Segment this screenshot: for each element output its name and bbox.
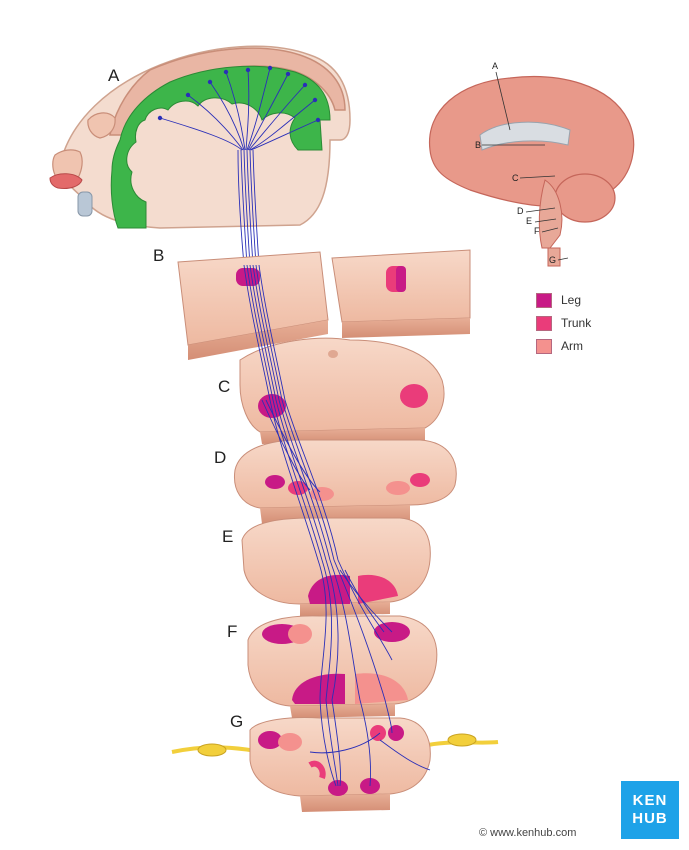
legend-item-trunk: Trunk bbox=[536, 312, 591, 334]
inset-label-g: G bbox=[549, 255, 557, 265]
label-e: E bbox=[222, 527, 234, 546]
inset-label-f: F bbox=[534, 226, 540, 236]
inset-label-b: B bbox=[475, 140, 482, 150]
section-f-spinal-cord bbox=[247, 615, 438, 718]
inset-pointer-lines bbox=[482, 71, 569, 261]
legend: Leg Trunk Arm bbox=[536, 289, 591, 358]
section-b-midbrain bbox=[177, 249, 471, 360]
legend-label-arm: Arm bbox=[561, 339, 583, 353]
legend-swatch-leg bbox=[536, 292, 552, 308]
section-a-hemisphere bbox=[49, 45, 351, 229]
label-f: F bbox=[227, 622, 238, 641]
legend-item-leg: Leg bbox=[536, 289, 591, 311]
section-e-medulla bbox=[241, 517, 431, 616]
label-b: B bbox=[153, 246, 165, 265]
section-g-spinal-cord bbox=[171, 717, 499, 812]
label-g: G bbox=[230, 712, 244, 731]
legend-swatch-arm bbox=[536, 338, 552, 354]
logo-line-2: HUB bbox=[632, 810, 668, 827]
kenhub-logo[interactable]: KEN HUB bbox=[621, 781, 679, 839]
inset-label-e: E bbox=[526, 216, 533, 226]
legend-item-arm: Arm bbox=[536, 335, 591, 357]
label-c: C bbox=[218, 377, 231, 396]
cortex-neuron-dots bbox=[157, 65, 321, 123]
corticospinal-fibers-lower bbox=[243, 264, 431, 787]
section-c-pons bbox=[239, 337, 445, 444]
inset-label-a: A bbox=[492, 61, 499, 71]
inset-label-c: C bbox=[512, 173, 519, 183]
legend-label-trunk: Trunk bbox=[561, 316, 592, 330]
legend-label-leg: Leg bbox=[561, 293, 582, 307]
logo-line-1: KEN bbox=[632, 792, 668, 809]
inset-brain bbox=[428, 75, 635, 267]
legend-swatch-trunk bbox=[536, 315, 552, 331]
corticospinal-fibers-upper bbox=[159, 67, 319, 266]
copyright-credit: © www.kenhub.com bbox=[479, 827, 577, 839]
inset-label-d: D bbox=[517, 206, 524, 216]
label-d: D bbox=[214, 448, 227, 467]
section-d-medulla bbox=[233, 439, 457, 524]
cortex-band bbox=[110, 65, 331, 229]
label-a: A bbox=[108, 66, 120, 85]
